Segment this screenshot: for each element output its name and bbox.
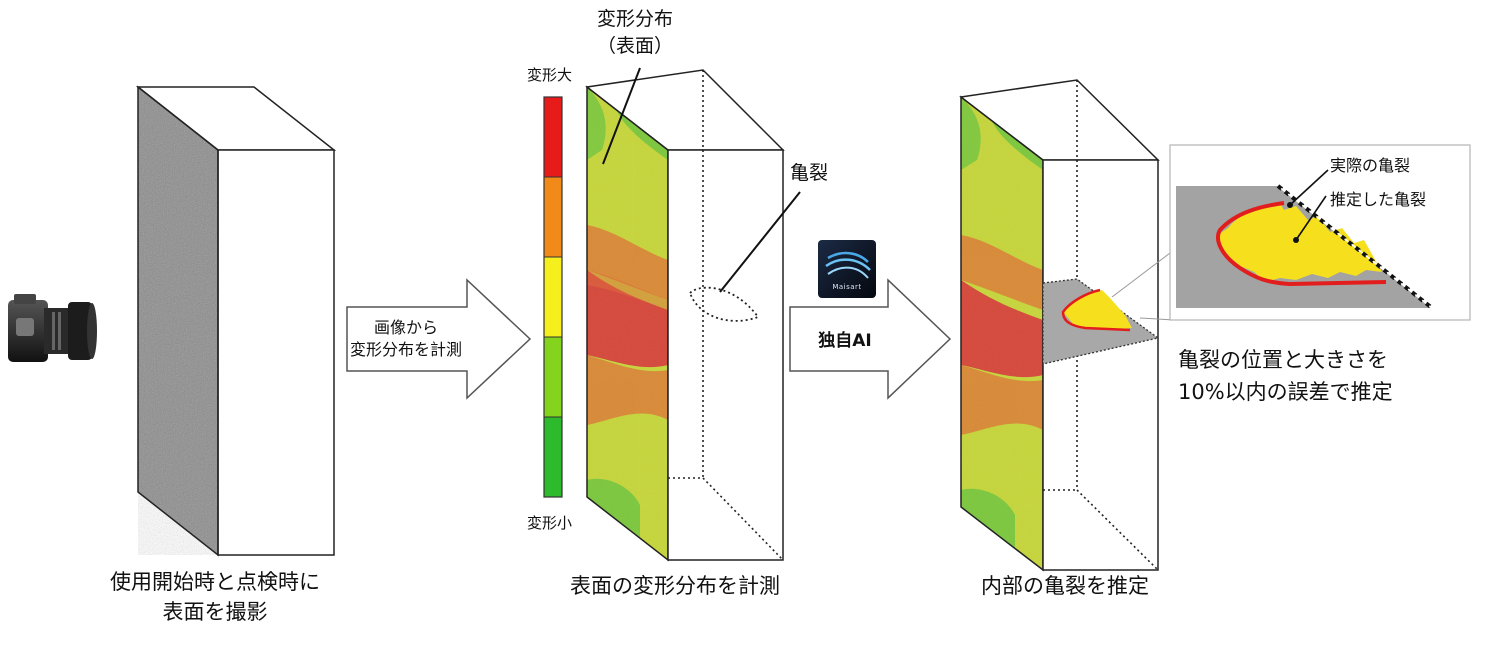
estimated-crack-label: 推定した亀裂 (1330, 190, 1427, 209)
actual-crack-small (1061, 288, 1131, 332)
result-line1: 亀裂の位置と大きさを (1178, 348, 1388, 372)
crack-leader-line (719, 191, 801, 293)
result-line2: 10%以内の誤差で推定 (1178, 380, 1393, 404)
crack-outline (688, 286, 760, 322)
surface-label-line2: （表面） (596, 35, 673, 57)
colorbar-segment-4 (544, 337, 562, 417)
actual-crack-large (1216, 201, 1387, 287)
prism-deformation (585, 67, 801, 562)
colorbar-bottom-label: 変形小 (527, 514, 573, 532)
colorbar-segment-1 (544, 97, 562, 177)
result-text: 亀裂の位置と大きさを 10%以内の誤差で推定 (1178, 344, 1393, 408)
step3-caption: 内部の亀裂を推定 (981, 574, 1149, 598)
camera-icon (8, 294, 97, 362)
arrow-ai (789, 278, 952, 400)
step1-caption: 使用開始時と点検時に 表面を撮影 (85, 567, 345, 627)
estimated-crack-small (1063, 290, 1132, 330)
maisart-logo (818, 240, 876, 298)
arrow2-label: 独自AI (818, 331, 872, 351)
step1-caption-line2: 表面を撮影 (162, 600, 268, 624)
estimated-crack-large (1216, 203, 1382, 282)
color-bar (543, 96, 563, 498)
prism-estimated (959, 79, 1160, 572)
step2-caption: 表面の変形分布を計測 (570, 574, 780, 598)
inset-zoom (1169, 144, 1471, 321)
colorbar-top-label: 変形大 (527, 66, 573, 84)
surface-label-line1: 変形分布 (596, 8, 673, 30)
colorbar-segment-5 (544, 417, 562, 497)
crack-label: 亀裂 (790, 162, 829, 184)
maisart-logo-text: Maisart (832, 283, 862, 291)
estimated-leader-line (1295, 195, 1327, 241)
colorbar-segment-3 (544, 257, 562, 337)
surface-distribution-label: 変形分布 （表面） (580, 6, 690, 60)
actual-crack-label: 実際の亀裂 (1330, 156, 1411, 175)
surface-leader-line (602, 67, 641, 165)
arrow1-label: 画像から 変形分布を計測 (347, 317, 465, 361)
actual-leader-line (1289, 169, 1329, 206)
prism-photographed (135, 85, 337, 557)
arrow1-label-line2: 変形分布を計測 (349, 340, 462, 359)
arrow1-label-line1: 画像から (373, 318, 438, 337)
step1-caption-line1: 使用開始時と点検時に (110, 570, 320, 594)
arrow-measure (346, 278, 532, 400)
colorbar-segment-2 (544, 177, 562, 257)
